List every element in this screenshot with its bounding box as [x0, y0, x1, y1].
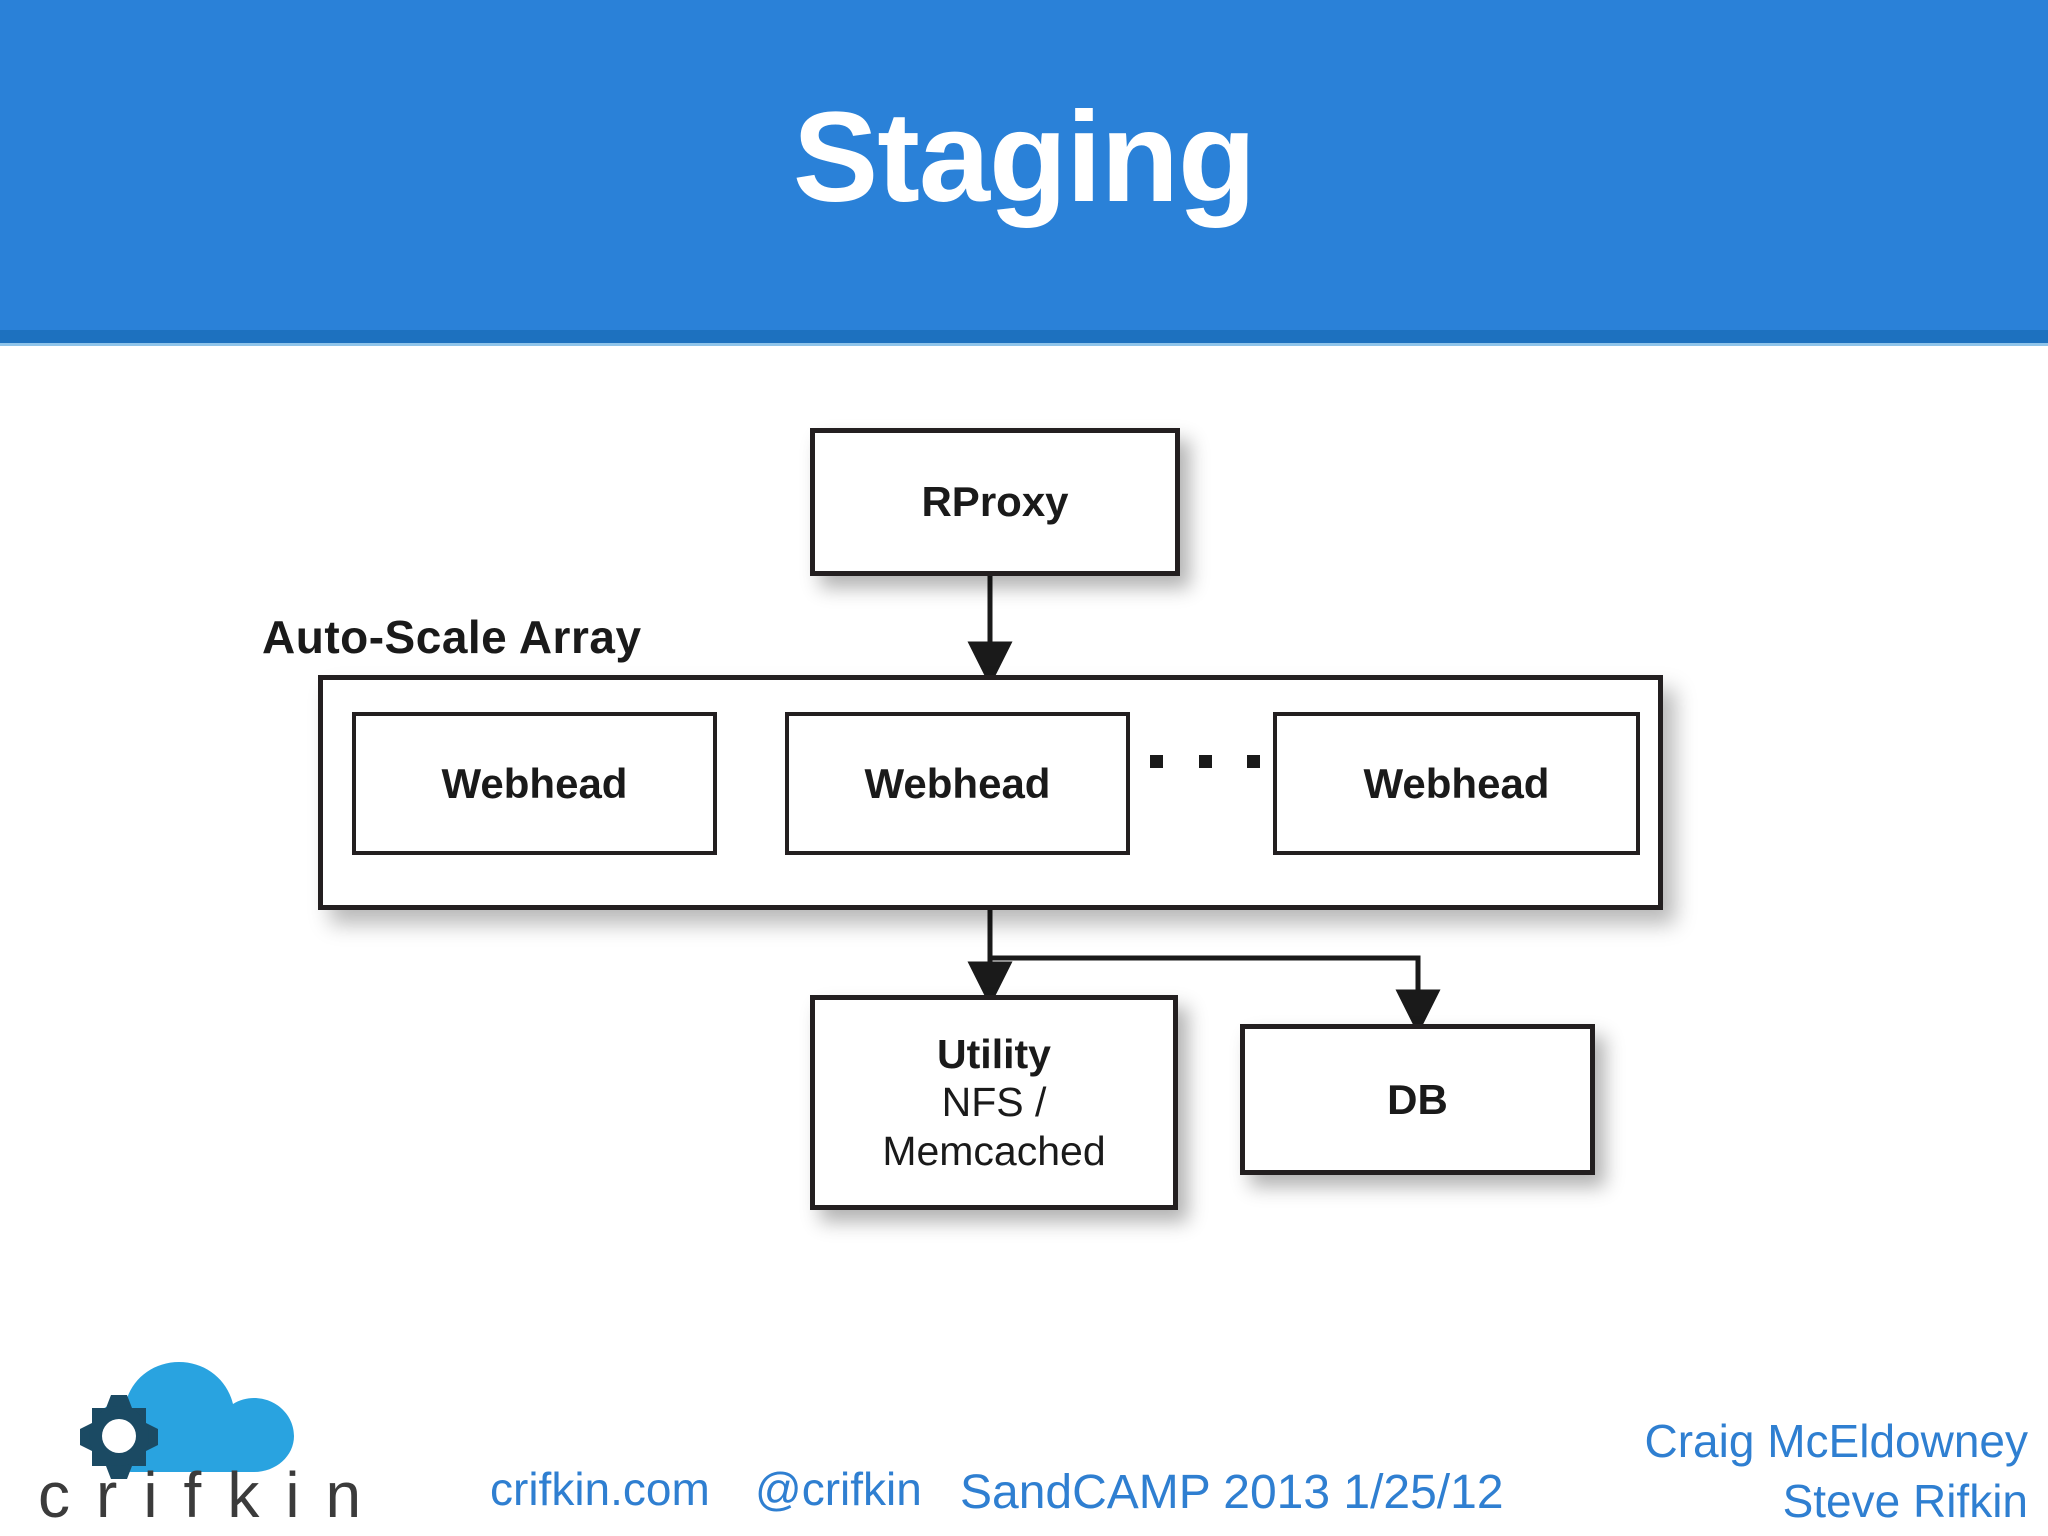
node-utility-line-nfs: NFS /	[941, 1079, 1047, 1126]
node-webhead-2-label: Webhead	[864, 759, 1051, 807]
crifkin-logo-icon	[80, 1362, 294, 1479]
crifkin-wordmark: crifkin	[38, 1459, 388, 1531]
node-rproxy-label: RProxy	[921, 478, 1069, 526]
node-webhead-3: Webhead	[1273, 712, 1640, 855]
node-webhead-2: Webhead	[785, 712, 1130, 855]
ellipsis-dot	[1247, 755, 1260, 768]
author-name-2: Steve Rifkin	[1782, 1474, 2028, 1527]
page-title: Staging	[792, 86, 1256, 229]
architecture-diagram: RProxy Auto-Scale Array Webhead Webhead …	[0, 346, 2048, 1346]
ellipsis-dot	[1150, 755, 1163, 768]
slide-footer: crifkin	[0, 1346, 2048, 1536]
node-utility-line-memcached: Memcached	[882, 1127, 1106, 1174]
node-webhead-3-label: Webhead	[1363, 759, 1550, 807]
author-name-1: Craig McEldowney	[1644, 1415, 2028, 1467]
twitter-handle-link[interactable]: @crifkin	[755, 1463, 922, 1515]
website-link[interactable]: crifkin.com	[490, 1463, 710, 1515]
header-accent-stripe-light	[0, 343, 2048, 346]
node-db: DB	[1240, 1024, 1595, 1175]
node-utility-title: Utility	[937, 1030, 1051, 1077]
node-utility: Utility NFS / Memcached	[810, 995, 1178, 1210]
event-label: SandCAMP 2013 1/25/12	[960, 1466, 1504, 1519]
webhead-ellipsis-icon	[1150, 755, 1260, 768]
node-webhead-1-label: Webhead	[441, 759, 628, 807]
slide-header-band	[0, 0, 2048, 330]
auto-scale-array-label: Auto-Scale Array	[262, 611, 642, 663]
node-webhead-1: Webhead	[352, 712, 717, 855]
authors-block: Craig McEldowney Steve Rifkin	[1645, 1412, 2028, 1532]
ellipsis-dot	[1198, 755, 1212, 768]
node-rproxy: RProxy	[810, 428, 1180, 576]
node-db-label: DB	[1387, 1075, 1448, 1123]
header-accent-stripe	[0, 330, 2048, 343]
